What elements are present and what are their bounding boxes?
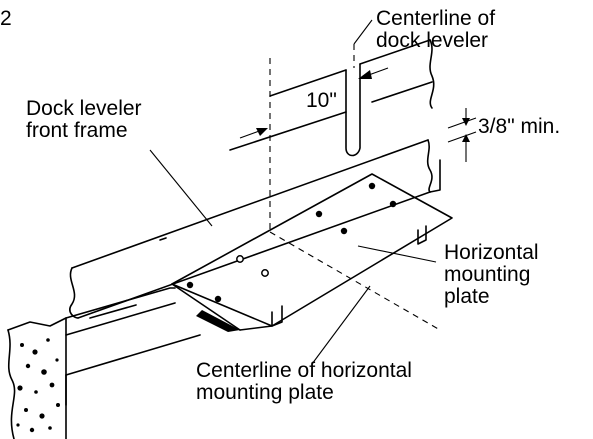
label-centerline-dock-leveler-line2: dock leveler xyxy=(376,29,489,52)
label-centerline-plate-line1: Centerline of horizontal xyxy=(196,359,412,382)
label-front-frame-line1: Dock leveler xyxy=(26,97,142,120)
gap-dimension xyxy=(447,108,477,162)
label-horizontal-plate-line2: mounting xyxy=(444,263,531,286)
label-horizontal-plate-line1: Horizontal xyxy=(444,241,539,264)
label-centerline-plate-line2: mounting plate xyxy=(196,381,334,404)
centerlines xyxy=(269,19,441,331)
curb-angle xyxy=(65,287,201,406)
leader-lines xyxy=(149,149,437,365)
mounting-plate xyxy=(171,173,453,332)
figure-number: 2 xyxy=(0,7,12,30)
label-centerline-dock-leveler-line1: Centerline of xyxy=(376,7,496,30)
concrete-wall xyxy=(7,317,67,439)
label-horizontal-plate-line3: plate xyxy=(444,285,490,308)
front-frame xyxy=(69,39,441,319)
offset-dimension-arrows xyxy=(239,67,389,139)
label-front-frame-line2: front frame xyxy=(26,119,128,142)
label-gap-dimension: 3/8" min. xyxy=(478,115,561,138)
label-offset-dimension: 10" xyxy=(306,89,337,112)
